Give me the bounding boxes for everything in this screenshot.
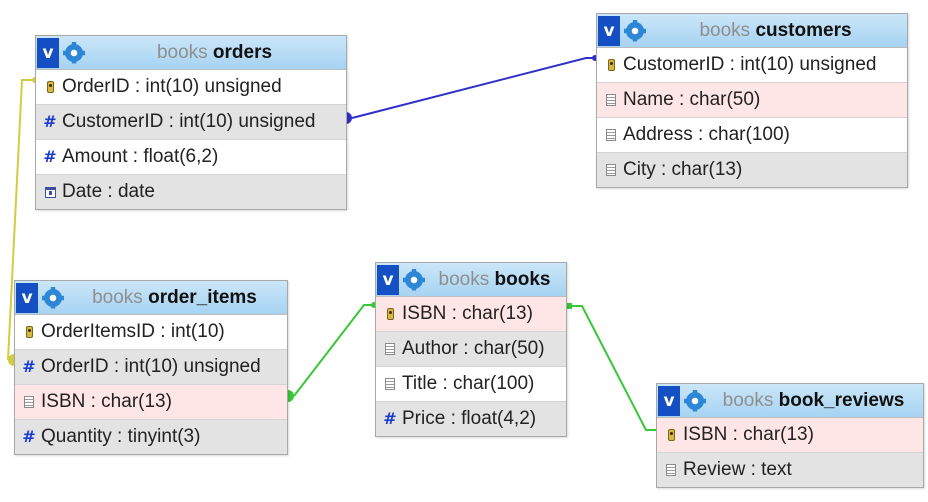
column-label: Name : char(50): [623, 89, 761, 110]
numeric-icon: #: [383, 409, 397, 428]
column-label: Date : date: [62, 181, 155, 202]
column-label: ISBN : char(13): [402, 303, 533, 324]
relation-line-order-items-orders[interactable]: [7, 79, 36, 361]
table-header[interactable]: v books books: [376, 263, 566, 297]
column-row[interactable]: Date : date: [36, 175, 346, 209]
primary-key-icon: [605, 57, 617, 73]
column-row[interactable]: Review : text: [657, 453, 923, 487]
column-row[interactable]: # Price : float(4,2): [376, 402, 566, 436]
column-label: CustomerID : int(10) unsigned: [623, 54, 877, 75]
column-label: City : char(13): [623, 159, 743, 180]
collapse-toggle-icon[interactable]: v: [37, 37, 59, 68]
table-header[interactable]: v books order_items: [15, 281, 287, 315]
gear-icon[interactable]: [44, 288, 62, 307]
table-title: books book_reviews: [704, 390, 923, 412]
gear-icon[interactable]: [405, 270, 423, 289]
text-icon: [384, 341, 396, 357]
table-title: books books: [423, 269, 566, 291]
column-label: OrderID : int(10) unsigned: [62, 76, 282, 97]
table-title: books order_items: [62, 287, 287, 309]
column-row[interactable]: ISBN : char(13): [657, 418, 923, 453]
column-label: Quantity : tinyint(3): [41, 426, 201, 447]
text-icon: [605, 127, 617, 143]
primary-key-icon: [665, 427, 677, 443]
gear-icon[interactable]: [686, 391, 704, 410]
date-icon: [44, 184, 56, 200]
gear-icon[interactable]: [65, 43, 83, 62]
database-name: books: [438, 268, 490, 290]
column-row[interactable]: CustomerID : int(10) unsigned: [597, 48, 907, 83]
collapse-toggle-icon[interactable]: v: [377, 264, 399, 295]
text-icon: [605, 162, 617, 178]
database-name: books: [722, 389, 774, 411]
column-row[interactable]: # CustomerID : int(10) unsigned: [36, 105, 346, 140]
table-title: books customers: [644, 20, 907, 42]
primary-key-icon: [23, 324, 35, 340]
table-name: books: [494, 268, 551, 290]
column-label: CustomerID : int(10) unsigned: [62, 111, 316, 132]
column-label: Price : float(4,2): [402, 408, 537, 429]
table-name: order_items: [148, 286, 257, 308]
column-row[interactable]: Author : char(50): [376, 332, 566, 367]
table-title: books orders: [83, 42, 346, 64]
column-label: Title : char(100): [402, 373, 535, 394]
column-row[interactable]: ISBN : char(13): [15, 385, 287, 420]
column-row[interactable]: Address : char(100): [597, 118, 907, 153]
column-label: OrderID : int(10) unsigned: [41, 356, 261, 377]
primary-key-icon: [44, 79, 56, 95]
column-label: ISBN : char(13): [41, 391, 172, 412]
column-row[interactable]: Title : char(100): [376, 367, 566, 402]
table-header[interactable]: v books customers: [597, 14, 907, 48]
database-name: books: [699, 19, 751, 41]
column-label: Amount : float(6,2): [62, 146, 219, 167]
table-header[interactable]: v books book_reviews: [657, 384, 923, 418]
table-name: orders: [212, 41, 273, 63]
numeric-icon: #: [22, 357, 36, 376]
primary-key-icon: [384, 306, 396, 322]
table-header[interactable]: v books orders: [36, 36, 346, 70]
text-icon: [665, 462, 677, 478]
table-name: customers: [755, 19, 852, 41]
column-label: Author : char(50): [402, 338, 545, 359]
database-name: books: [92, 286, 143, 308]
numeric-icon: #: [43, 112, 57, 131]
column-row[interactable]: City : char(13): [597, 153, 907, 187]
relation-line-order-items-books[interactable]: [293, 304, 376, 397]
collapse-toggle-icon[interactable]: v: [658, 385, 680, 416]
column-row[interactable]: # Quantity : tinyint(3): [15, 420, 287, 454]
column-row[interactable]: ISBN : char(13): [376, 297, 566, 332]
column-row[interactable]: OrderItemsID : int(10): [15, 315, 287, 350]
numeric-icon: #: [43, 147, 57, 166]
numeric-icon: #: [22, 427, 36, 446]
relation-endpoint: [8, 354, 14, 366]
relation-line-book-reviews-books[interactable]: [570, 305, 657, 431]
column-label: OrderItemsID : int(10): [41, 321, 225, 342]
text-icon: [23, 394, 35, 410]
text-icon: [605, 92, 617, 108]
gear-icon[interactable]: [626, 21, 644, 40]
relation-endpoint: [288, 390, 294, 402]
collapse-toggle-icon[interactable]: v: [598, 15, 620, 46]
collapse-toggle-icon[interactable]: v: [16, 282, 38, 313]
column-row[interactable]: # OrderID : int(10) unsigned: [15, 350, 287, 385]
column-row[interactable]: Name : char(50): [597, 83, 907, 118]
column-label: Address : char(100): [623, 124, 790, 145]
relation-line-orders-customers[interactable]: [351, 57, 597, 119]
relation-endpoint: [346, 112, 352, 124]
table-name: book_reviews: [778, 389, 905, 411]
column-label: ISBN : char(13): [683, 424, 814, 445]
column-label: Review : text: [683, 459, 792, 480]
relation-endpoint: [566, 303, 572, 309]
column-row[interactable]: # Amount : float(6,2): [36, 140, 346, 175]
column-row[interactable]: OrderID : int(10) unsigned: [36, 70, 346, 105]
text-icon: [384, 376, 396, 392]
database-name: books: [156, 41, 208, 63]
